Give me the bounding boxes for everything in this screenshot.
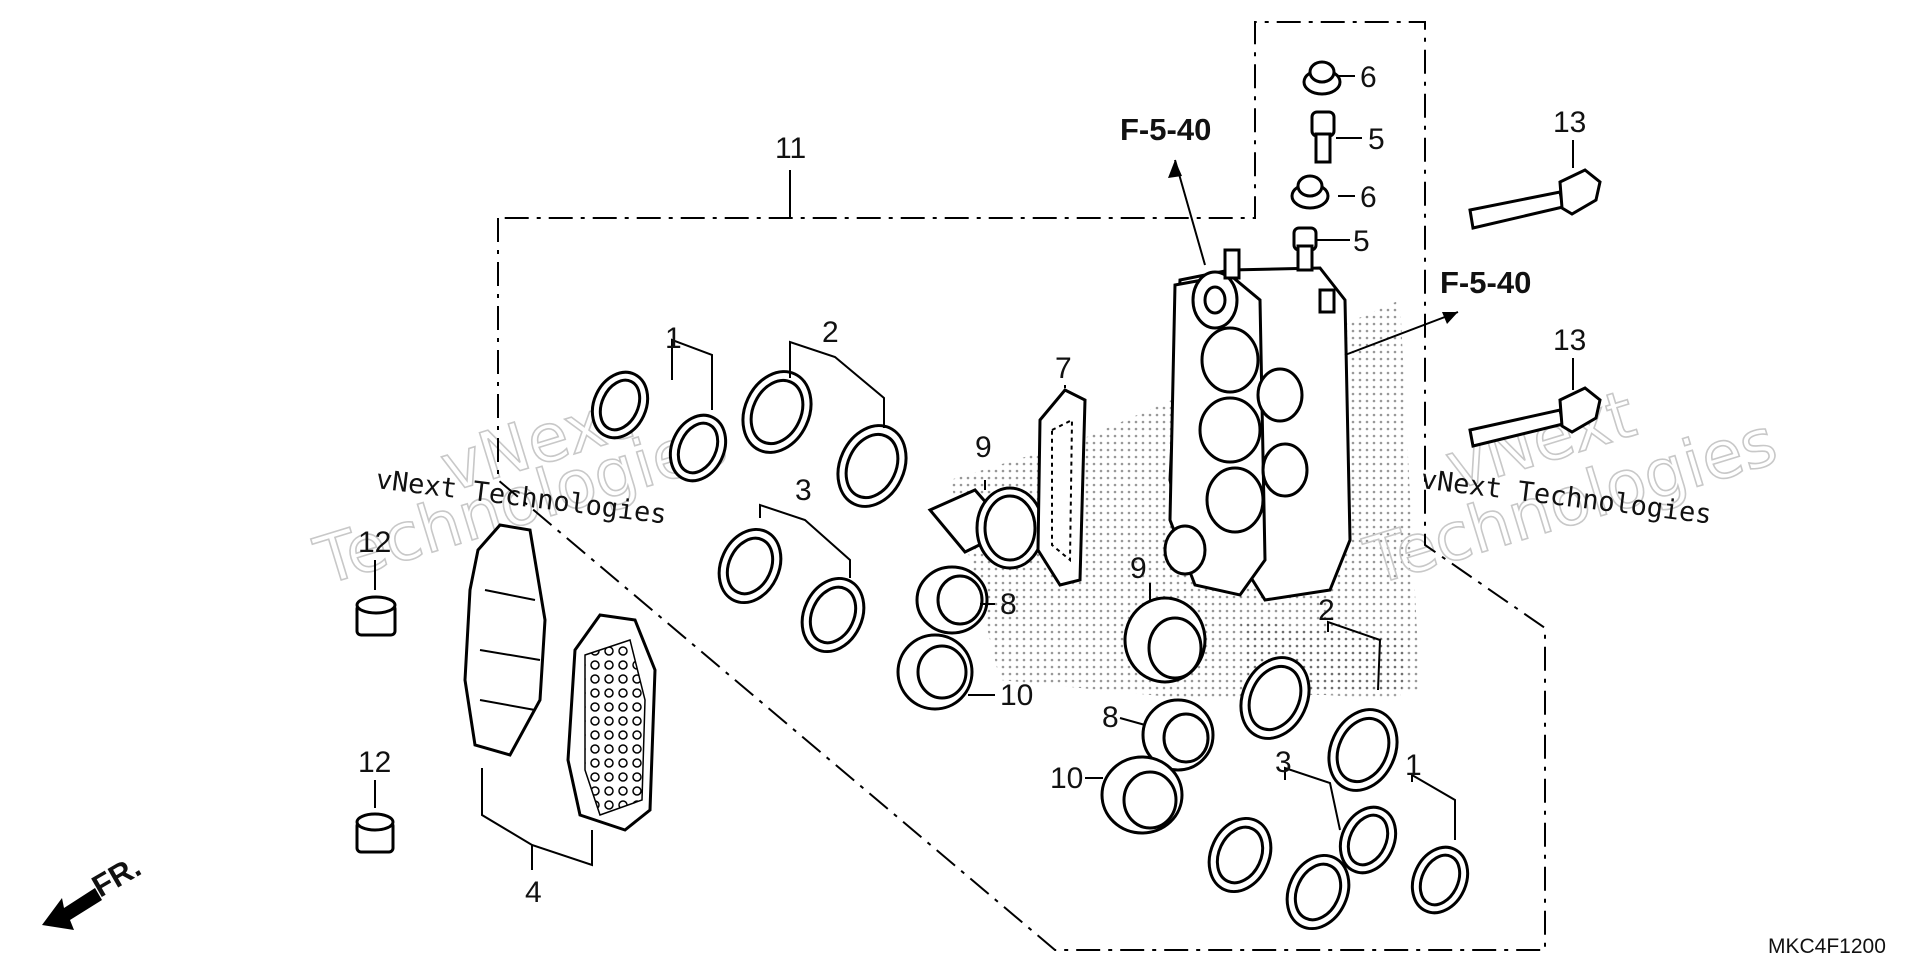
callout-4: 4 (525, 876, 542, 909)
callout-12: 12 (358, 746, 391, 779)
ref-label-upper: F-5-40 (1120, 112, 1211, 147)
callout-8: 8 (1102, 701, 1119, 734)
figure-code: MKC4F1200 (1768, 935, 1886, 958)
callout-13: 13 (1553, 324, 1586, 357)
seal-rings-left (590, 370, 908, 654)
assembly-outline (497, 21, 1546, 951)
callout-9: 9 (975, 431, 992, 464)
bleeder-parts (1290, 60, 1342, 272)
callout-2: 2 (822, 316, 839, 349)
callout-12: 12 (358, 526, 391, 559)
pistons-right (1100, 596, 1215, 835)
bushings (355, 595, 397, 854)
callout-6: 6 (1360, 181, 1377, 214)
callout-11: 11 (775, 132, 806, 165)
callout-10: 10 (1000, 679, 1033, 712)
callout-5: 5 (1368, 123, 1385, 156)
brake-pads (463, 523, 657, 832)
callout-10: 10 (1050, 762, 1083, 795)
callout-6: 6 (1360, 61, 1377, 94)
caliper-body (1163, 248, 1352, 602)
callout-1: 1 (1405, 749, 1422, 782)
callout-2: 2 (1318, 594, 1335, 627)
leader-lines (374, 75, 1574, 870)
callout-7: 7 (1055, 352, 1072, 385)
callout-9: 9 (1130, 552, 1147, 585)
callout-1: 1 (665, 322, 682, 355)
callout-3: 3 (795, 474, 812, 507)
callout-8: 8 (1000, 588, 1017, 621)
seal-rings-right (1207, 656, 1470, 931)
callout-5: 5 (1353, 225, 1370, 258)
front-arrow-icon: FR. (42, 849, 147, 930)
bolt-lower (1468, 386, 1602, 448)
callout-3: 3 (1275, 746, 1292, 779)
pistons-left (896, 486, 1045, 711)
callout-labels: 1 2 3 4 5 5 6 6 7 8 8 9 9 10 10 11 12 12… (358, 61, 1586, 909)
pad-spring (1036, 388, 1087, 587)
ref-label-right: F-5-40 (1440, 265, 1531, 300)
callout-13: 13 (1553, 106, 1586, 139)
bolt-upper (1468, 168, 1602, 230)
